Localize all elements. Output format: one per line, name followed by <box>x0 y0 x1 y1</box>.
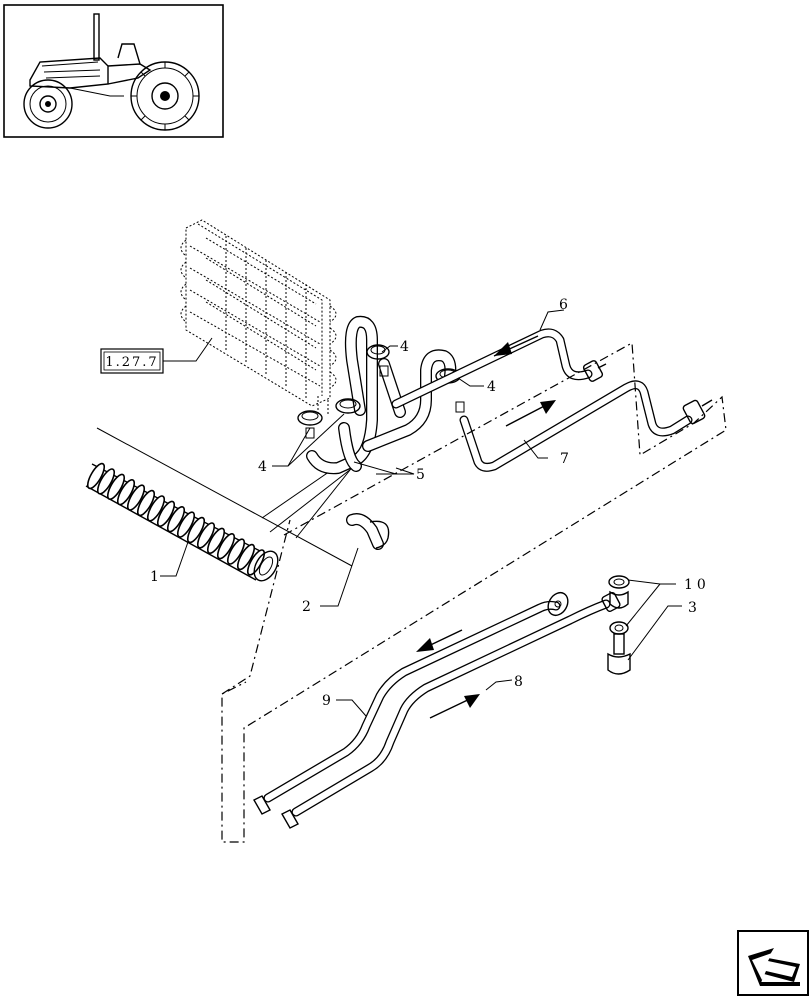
sleeve-coil <box>136 489 156 517</box>
next-page-arrow-icon[interactable] <box>737 930 809 996</box>
reference-label: 1.27.7 <box>105 355 158 370</box>
callout-5: 5 <box>416 467 425 483</box>
leader-lines <box>160 309 682 717</box>
callout-10: 10 <box>684 577 710 593</box>
hose-assembly <box>306 315 457 475</box>
tractor-thumbnail-icon <box>3 4 224 138</box>
assembly-boundary <box>221 342 727 843</box>
sleeve-coil <box>226 538 246 565</box>
callout-1: 1 <box>150 569 159 585</box>
sleeve-coil <box>196 522 216 549</box>
sleeve-coil <box>86 462 106 490</box>
flow-arrows-upper <box>493 335 556 427</box>
sleeve-coil <box>186 516 206 544</box>
callout-7: 7 <box>560 451 569 467</box>
sleeve-coil <box>176 511 196 538</box>
sleeve-coil <box>206 527 226 554</box>
callout-9: 9 <box>322 693 331 709</box>
sleeve-coil <box>96 468 116 495</box>
callout-4-right: 4 <box>487 379 496 395</box>
sleeve-coil <box>156 500 176 527</box>
callout-2: 2 <box>302 599 311 615</box>
callout-4-top: 4 <box>400 339 409 355</box>
sleeve-coil <box>236 543 256 571</box>
callout-3: 3 <box>688 600 697 616</box>
sleeve-coil <box>106 473 126 500</box>
pipe-7 <box>459 380 713 472</box>
pipe-6 <box>391 328 607 409</box>
pipe-8 <box>281 592 621 829</box>
washers-and-bolt <box>607 575 631 675</box>
sleeve-coil <box>146 495 166 522</box>
callout-6: 6 <box>559 297 568 313</box>
corrugated-sleeve <box>85 462 279 582</box>
oil-cooler <box>180 219 337 416</box>
callout-8: 8 <box>514 674 523 690</box>
reference-box[interactable]: 1.27.7 <box>100 337 213 374</box>
sleeve-coil <box>116 479 136 506</box>
sleeve-coil <box>126 484 146 511</box>
sleeve-coil <box>216 533 236 560</box>
callout-4-left: 4 <box>258 459 267 475</box>
pipe-9 <box>253 591 569 815</box>
sleeve-coil <box>166 506 186 533</box>
callout-labels: 1 2 3 4 4 4 5 6 7 8 9 10 <box>150 297 710 709</box>
sleeve-clamp <box>346 513 390 550</box>
flow-arrows-lower <box>416 629 480 719</box>
